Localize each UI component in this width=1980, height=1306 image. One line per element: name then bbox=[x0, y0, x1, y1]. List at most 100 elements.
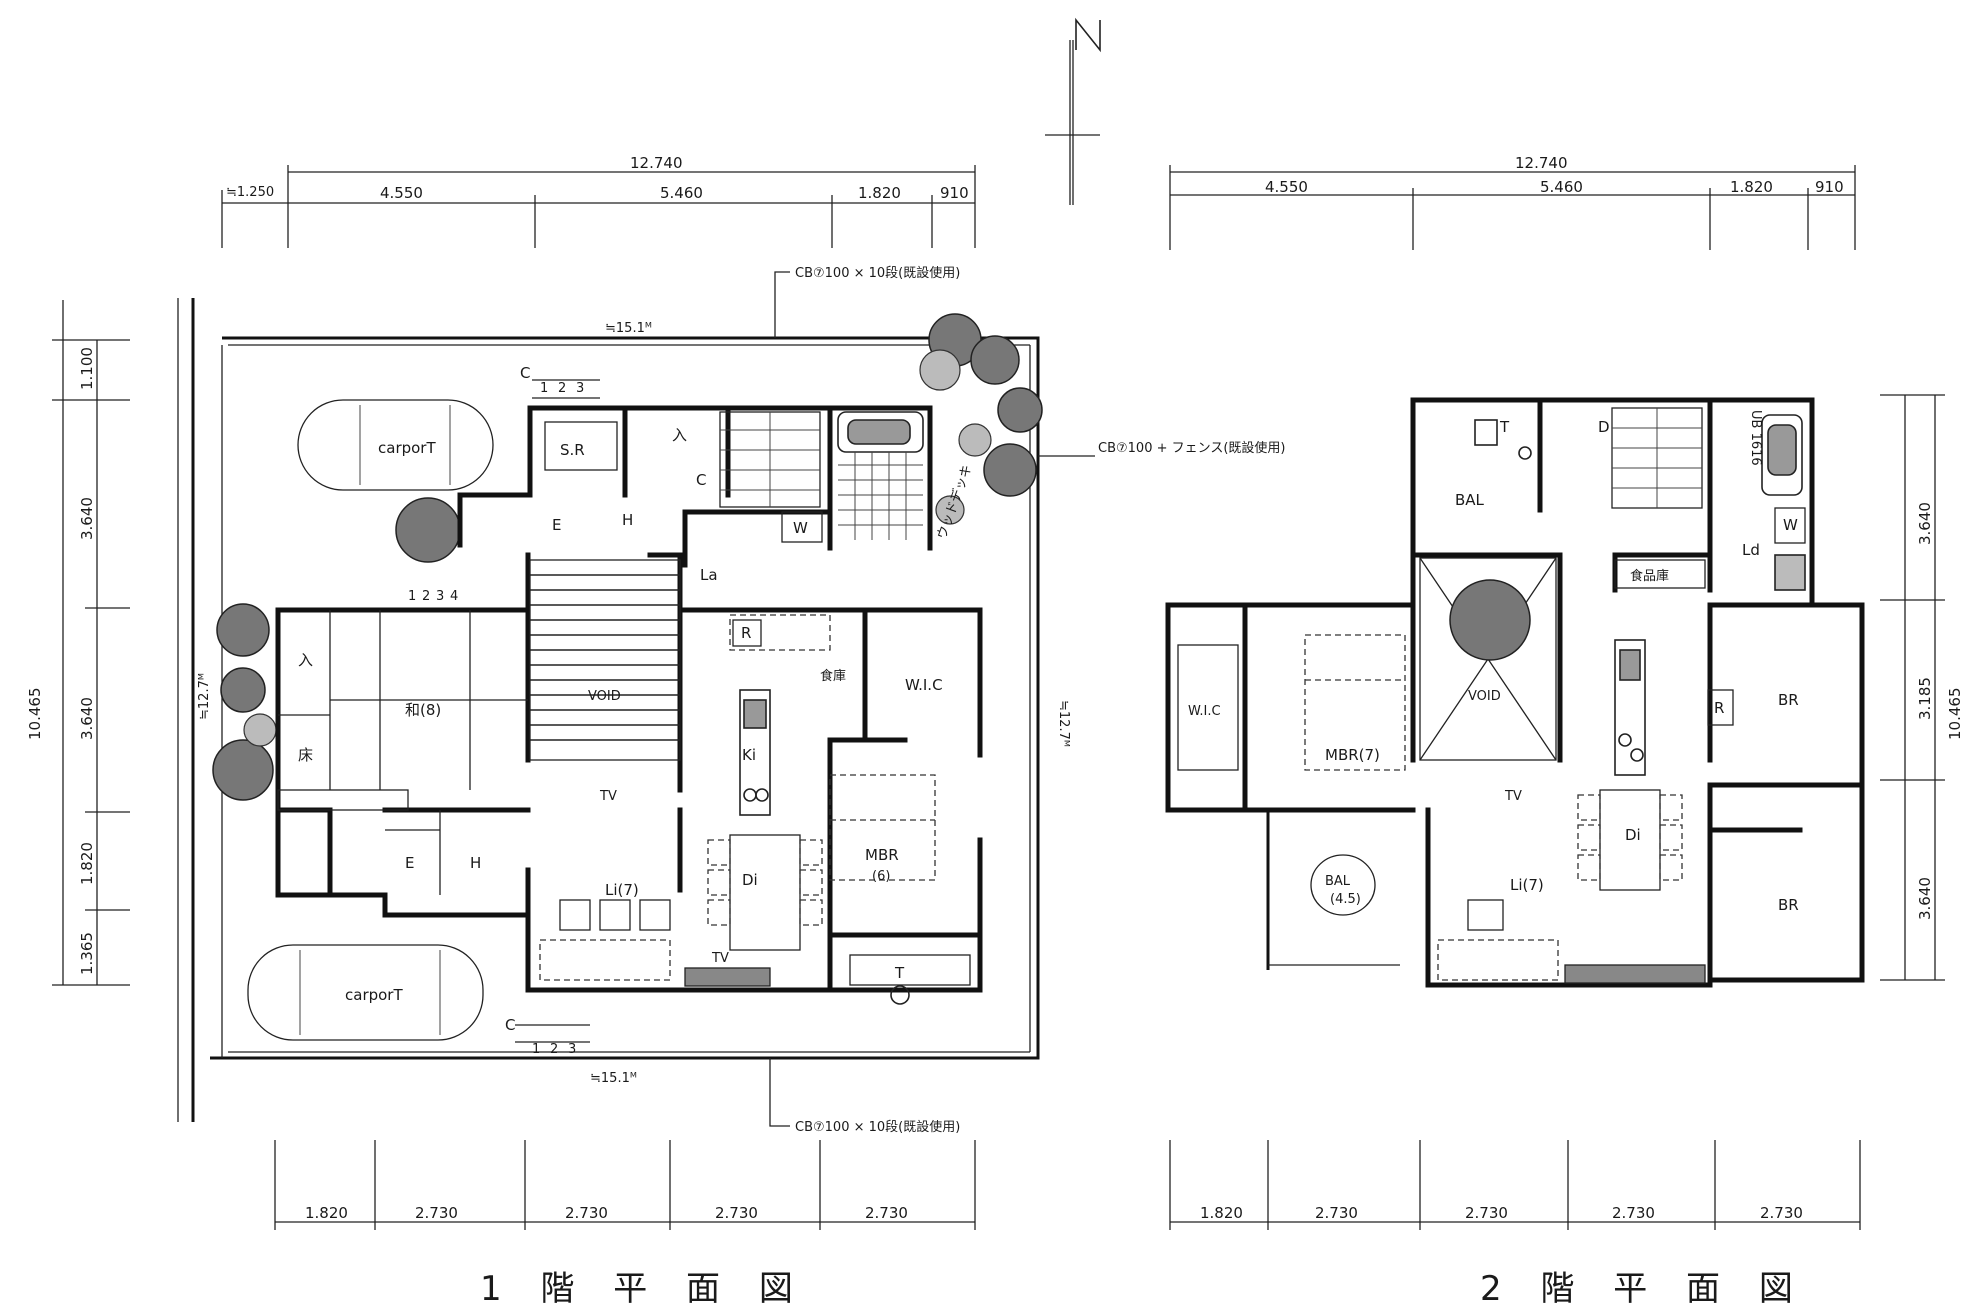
floor1-washitsu: 和(8) 入 床 bbox=[277, 610, 528, 811]
f2-di-label: Di bbox=[1625, 826, 1641, 844]
bottom-step-2: 2 bbox=[550, 1042, 558, 1057]
floor2-dim-bottom-0: 1.820 bbox=[1200, 1204, 1243, 1222]
mid-step-1: 1 bbox=[408, 589, 416, 604]
floor1-dim-left-1: 3.640 bbox=[78, 497, 96, 540]
floor1-dim-left-2: 3.640 bbox=[78, 697, 96, 740]
floor1-dim-left-3: 1.820 bbox=[78, 842, 96, 885]
floor2-dim-bottom-3: 2.730 bbox=[1612, 1204, 1655, 1222]
floor2-title: 2 階 平 面 図 bbox=[1480, 1269, 1807, 1306]
floor2-top-dimensions: 12.740 4.550 5.460 1.820 910 bbox=[1169, 154, 1856, 250]
li-label: Li(7) bbox=[605, 881, 639, 899]
floor2-dim-top-1: 5.460 bbox=[1540, 178, 1583, 196]
stair-closet: C bbox=[696, 471, 706, 489]
mid-step-4: 4 bbox=[450, 589, 458, 604]
f2-d-label: D bbox=[1598, 418, 1610, 436]
floor1-dim-left-0: 1.100 bbox=[78, 347, 96, 390]
t-label: T bbox=[894, 964, 905, 982]
bottom-step-3: 3 bbox=[568, 1042, 576, 1057]
floor1-dim-total: 12.740 bbox=[630, 154, 683, 172]
step-3: 3 bbox=[576, 381, 584, 396]
floor1-site-boundary: ≒15.1ᴹ ≒15.1ᴹ ≒12.7ᴹ ≒12.7ᴹ CB⑦100 × 10段… bbox=[177, 265, 1286, 1135]
floor2-walls bbox=[1165, 397, 1865, 988]
floor2-bottom-dimensions: 1.820 2.730 2.730 2.730 2.730 bbox=[1169, 1140, 1861, 1230]
carport-top-label: carporT bbox=[378, 439, 436, 457]
floor1-dim-bottom-4: 2.730 bbox=[865, 1204, 908, 1222]
floor2-dim-right-2: 3.640 bbox=[1916, 877, 1934, 920]
r-label: R bbox=[741, 624, 751, 642]
floor1-carport-bottom: carporT bbox=[247, 944, 484, 1041]
f2-w-label: W bbox=[1783, 516, 1798, 534]
floor1-mid-steps: 1 2 3 4 bbox=[408, 589, 458, 604]
floor1-note-bottom: CB⑦100 × 10段(既設使用) bbox=[795, 1119, 960, 1135]
floor1-fence-right: ≒12.7ᴹ bbox=[1056, 700, 1071, 747]
f2-r-label: R bbox=[1714, 699, 1724, 717]
h-top-label: H bbox=[622, 511, 633, 529]
wic-label: W.I.C bbox=[905, 676, 943, 694]
f2-t-label: T bbox=[1499, 418, 1510, 436]
floor1-carport-top: carporT bbox=[297, 399, 494, 491]
washitsu-label: 和(8) bbox=[405, 701, 441, 719]
f2-bal-bottom-label: BAL bbox=[1325, 874, 1351, 889]
floor2-dim-bottom-4: 2.730 bbox=[1760, 1204, 1803, 1222]
floor2-right-dimensions: 10.465 3.640 3.185 3.640 bbox=[1880, 394, 1964, 981]
f2-mbr-label: MBR(7) bbox=[1325, 746, 1380, 764]
f2-br2-label: BR bbox=[1778, 896, 1799, 914]
floor1-trees bbox=[212, 313, 1043, 801]
tv2-label: TV bbox=[711, 951, 729, 966]
floor1-dim-top-1: 5.460 bbox=[660, 184, 703, 202]
floor2-rooms: T D BAL UB 1616 W Ld 食品庫 VOID W.I.C MBR(… bbox=[1177, 407, 1806, 984]
f2-br1-label: BR bbox=[1778, 691, 1799, 709]
floor1-fence-top: ≒15.1ᴹ bbox=[605, 321, 652, 336]
f2-li-label: Li(7) bbox=[1510, 876, 1544, 894]
floor1-dim-left-total: 10.465 bbox=[26, 688, 44, 741]
floor2-dim-right-1: 3.185 bbox=[1916, 677, 1934, 720]
f2-ld-label: Ld bbox=[1742, 541, 1760, 559]
floor2-dim-top-0: 4.550 bbox=[1265, 178, 1308, 196]
mbr-size: (6) bbox=[872, 869, 890, 884]
mbr-label: MBR bbox=[865, 846, 899, 864]
floor1-dim-bottom-0: 1.820 bbox=[305, 1204, 348, 1222]
floor2-dim-right-total: 10.465 bbox=[1946, 688, 1964, 741]
c-top-label: C bbox=[520, 364, 530, 382]
la-label: La bbox=[700, 566, 718, 584]
floor1-bottom-dimensions: 1.820 2.730 2.730 2.730 2.730 bbox=[274, 1140, 976, 1230]
floor2-dim-top-3: 910 bbox=[1815, 178, 1844, 196]
shoko-label: 食庫 bbox=[820, 668, 846, 684]
floor1-left-dimensions: 10.465 1.100 3.640 3.640 1.820 1.365 bbox=[26, 300, 130, 986]
floor1-top-dimensions: 12.740 ≒1.250 4.550 5.460 1.820 910 bbox=[221, 154, 976, 248]
floor1-dim-top-3: 910 bbox=[940, 184, 969, 202]
carport-bottom-label: carporT bbox=[345, 986, 403, 1004]
first-floor-plan: 12.740 ≒1.250 4.550 5.460 1.820 910 10.4… bbox=[26, 154, 1286, 1306]
f2-void-label: VOID bbox=[1468, 689, 1501, 704]
floor1-dim-top-2: 1.820 bbox=[858, 184, 901, 202]
floor2-dim-top-2: 1.820 bbox=[1730, 178, 1773, 196]
f2-ub-label: UB 1616 bbox=[1748, 410, 1763, 466]
floor1-fence-bottom: ≒15.1ᴹ bbox=[590, 1071, 637, 1086]
floor1-dim-left-4: 1.365 bbox=[78, 932, 96, 975]
e-bottom-label: E bbox=[405, 854, 414, 872]
floor1-title: 1 階 平 面 図 bbox=[480, 1269, 807, 1306]
step-1: 1 bbox=[540, 381, 548, 396]
toko-label: 床 bbox=[298, 746, 313, 764]
floor2-dim-right-0: 3.640 bbox=[1916, 502, 1934, 545]
second-floor-plan: 12.740 4.550 5.460 1.820 910 10.465 3.64… bbox=[1165, 154, 1964, 1306]
floor2-dim-bottom-2: 2.730 bbox=[1465, 1204, 1508, 1222]
bottom-step-1: 1 bbox=[532, 1042, 540, 1057]
floor1-dim-top-0: 4.550 bbox=[380, 184, 423, 202]
tv1-label: TV bbox=[599, 789, 617, 804]
floor2-dim-total: 12.740 bbox=[1515, 154, 1568, 172]
floor1-deck: VOID bbox=[529, 559, 681, 761]
mid-step-2: 2 bbox=[422, 589, 430, 604]
floor1-ldk: R 食庫 W.I.C Ki Di Li(7) TV TV bbox=[539, 614, 943, 987]
floor1-dim-bottom-3: 2.730 bbox=[715, 1204, 758, 1222]
floor1-fence-left: ≒12.7ᴹ bbox=[197, 673, 212, 720]
di-label: Di bbox=[742, 871, 758, 889]
floor1-dim-bottom-2: 2.730 bbox=[565, 1204, 608, 1222]
floor2-dim-bottom-1: 2.730 bbox=[1315, 1204, 1358, 1222]
stair-oshiire: 入 bbox=[672, 426, 687, 444]
step-2: 2 bbox=[558, 381, 566, 396]
ki-label: Ki bbox=[742, 746, 756, 764]
floor1-mbr: MBR (6) T bbox=[829, 774, 971, 1005]
north-arrow: N bbox=[1045, 17, 1101, 205]
